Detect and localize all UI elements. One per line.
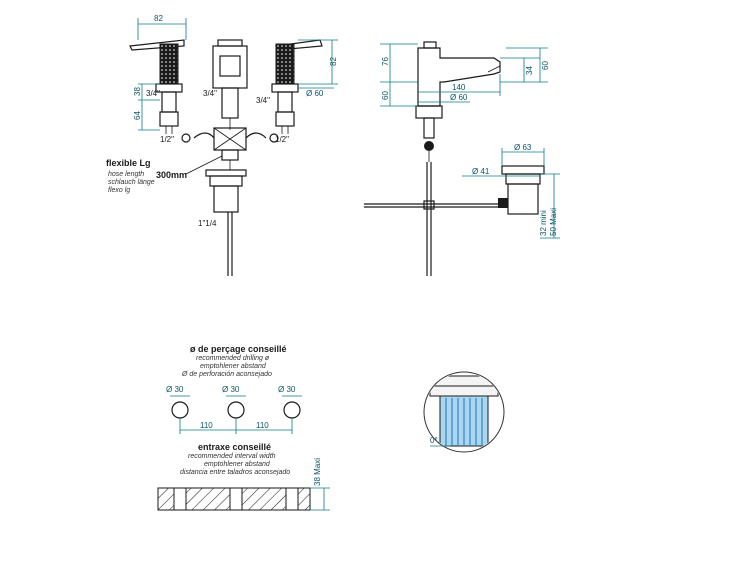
thread-1-2-left: 1/2"	[160, 135, 174, 144]
hose-line3: flexo lg	[108, 187, 130, 194]
thread-1-2-right: 1/2"	[275, 135, 289, 144]
right-valve	[271, 39, 323, 134]
aerator-detail: 0°	[423, 371, 505, 453]
drain-thread: 1"1/4	[198, 219, 217, 228]
drill-dia-b: Ø 30	[222, 385, 240, 394]
drain-side	[498, 165, 545, 215]
dim-34: 34	[525, 66, 534, 75]
hose-tee	[181, 127, 279, 170]
drilling-line3: Ø de perforación aconsejado	[181, 371, 272, 378]
dim-right-82: 82	[329, 57, 338, 66]
hose-line1: hose length	[108, 171, 144, 178]
drill-dia-c: Ø 30	[278, 385, 296, 394]
dim-38: 38	[133, 87, 142, 96]
thread-3-4-mid: 3/4"	[203, 89, 217, 98]
drill-hole-b	[227, 401, 245, 419]
dim-top-width: 82	[154, 14, 163, 23]
dim-dia-63: Ø 63	[514, 143, 532, 152]
spacing-110-b: 110	[256, 421, 269, 430]
drill-hole-a	[171, 401, 189, 419]
dim-32-mini: 32 mini	[539, 210, 548, 236]
dim-dia-41: Ø 41	[472, 167, 490, 176]
drain-front	[205, 169, 247, 276]
drilling-line2: emptohlener abstand	[200, 363, 267, 370]
dim-140: 140	[452, 83, 466, 92]
drilling-title: ø de perçage conseillé	[190, 344, 287, 354]
front-view: 82	[106, 14, 338, 276]
interval-line3: distancia entre taladros aconsejado	[180, 469, 290, 476]
side-view: 76 60 140 Ø 60 34 60 Ø 63	[364, 41, 560, 276]
interval-title: entraxe conseillé	[198, 442, 271, 452]
drilling-section: ø de perçage conseillé recommended drill…	[157, 344, 330, 511]
dim-64: 64	[133, 111, 142, 120]
hose-title: flexible Lg	[106, 158, 151, 168]
center-spout	[212, 39, 248, 130]
deck-38-maxi: 38 Maxi	[313, 458, 322, 486]
angle-label: 0°	[430, 436, 438, 445]
dim-60-right: 60	[541, 61, 550, 70]
hose-length: 300mm	[156, 170, 187, 180]
drilling-line1: recommended drilling ø	[196, 355, 270, 362]
interval-line1: recommended interval width	[188, 453, 276, 460]
drill-dia-a: Ø 30	[166, 385, 184, 394]
hose-line2: schlauch länge	[108, 179, 155, 186]
dim-76: 76	[381, 57, 390, 66]
dim-dia-60-side: Ø 60	[450, 93, 468, 102]
spacing-110-a: 110	[200, 421, 213, 430]
dim-50-maxi: 50 Maxi	[549, 208, 558, 236]
dim-60-left: 60	[381, 91, 390, 100]
thread-3-4-right: 3/4"	[256, 96, 270, 105]
dim-dia-60-front: Ø 60	[306, 89, 324, 98]
interval-line2: emptohlener abstand	[204, 461, 271, 468]
thread-3-4-left: 3/4"	[146, 89, 160, 98]
drill-hole-c	[283, 401, 301, 419]
left-valve	[129, 39, 185, 134]
